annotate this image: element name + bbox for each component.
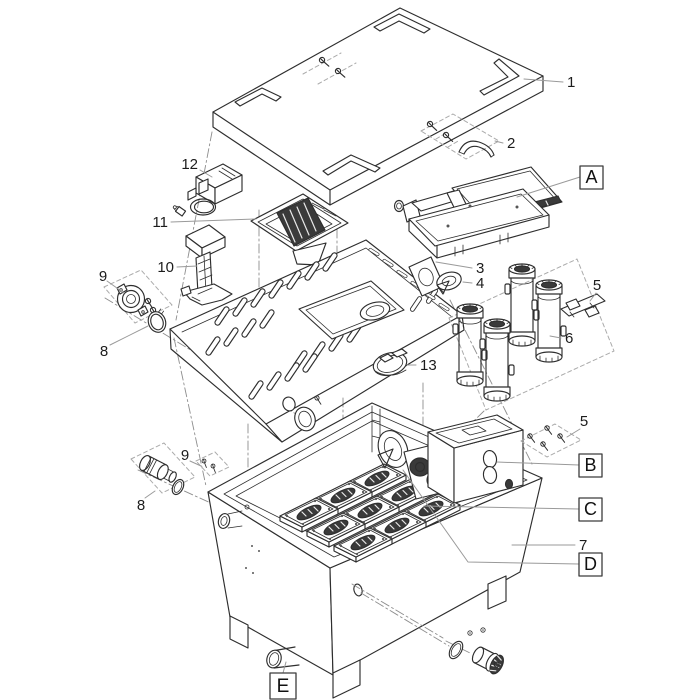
- callout-5a: 5: [589, 277, 601, 302]
- callout-9b: 9: [181, 447, 202, 467]
- callout-B: B: [496, 453, 603, 478]
- callout-12-label: 12: [181, 156, 198, 173]
- callout-4: 4: [462, 275, 484, 292]
- callout-8b-label: 8: [137, 497, 145, 514]
- part-cap: [372, 348, 408, 377]
- callout-E: E: [269, 661, 297, 700]
- callout-2-label: 2: [507, 135, 515, 152]
- callout-11-label: 11: [152, 214, 168, 231]
- callout-3-label: 3: [476, 260, 484, 277]
- callout-9a: 9: [99, 268, 125, 294]
- callout-12: 12: [181, 156, 213, 178]
- callout-4-label: 4: [476, 275, 484, 292]
- part-handle-kit: [420, 113, 500, 160]
- lid-handle-bottom: [322, 154, 381, 176]
- callout-6-label: 6: [565, 330, 573, 347]
- part-drain-assembly: [351, 583, 504, 675]
- callout-10-label: 10: [157, 259, 174, 276]
- callout-13-label: 13: [420, 357, 437, 374]
- callout-1: 1: [523, 74, 575, 91]
- callout-8a-label: 8: [100, 343, 108, 360]
- callout-7-label: 7: [579, 537, 587, 554]
- part-outlet: [266, 646, 300, 669]
- callout-1-label: 1: [567, 74, 575, 91]
- callout-6: 6: [549, 330, 573, 347]
- part-plug-lower: [130, 442, 196, 496]
- screw-icon: [312, 394, 325, 405]
- part-clip: [560, 293, 606, 318]
- callout-5b-label: 5: [580, 413, 588, 430]
- callout-E-label: E: [277, 676, 290, 697]
- callout-13: 13: [406, 357, 437, 374]
- screw-icon: [525, 432, 538, 443]
- screw-icon: [208, 462, 220, 473]
- callout-8b: 8: [137, 490, 156, 514]
- callout-A: A: [516, 165, 604, 198]
- callout-9a-label: 9: [99, 268, 107, 285]
- callout-D: D: [402, 469, 603, 577]
- part-lid: [212, 7, 544, 206]
- callout-11: 11: [152, 214, 257, 231]
- callout-7: 7: [511, 537, 587, 554]
- callout-5a-label: 5: [593, 277, 601, 294]
- part-screws-lower: [195, 451, 230, 477]
- lid-handle-left: [234, 87, 282, 107]
- lid-handle-right: [479, 58, 520, 96]
- callout-2: 2: [494, 135, 515, 152]
- lid-handle-top: [373, 13, 431, 34]
- screw-icon: [542, 424, 555, 435]
- part-debris-basket: [250, 193, 349, 266]
- part-flange-upper: [103, 269, 173, 324]
- callout-A-label: A: [585, 167, 597, 187]
- screw-icon: [538, 440, 551, 451]
- part-bracket: [180, 224, 233, 306]
- callout-C-label: C: [584, 499, 597, 519]
- part-screen-unit-a: [393, 166, 563, 259]
- callout-3: 3: [435, 260, 484, 277]
- callout-D-label: D: [584, 554, 597, 574]
- callout-8a: 8: [100, 325, 149, 360]
- callout-C: C: [423, 497, 603, 522]
- part-separator-tray: [169, 239, 465, 443]
- part-diverter: [436, 271, 462, 295]
- callout-B-label: B: [584, 455, 596, 475]
- part-ring-upper: [147, 308, 167, 333]
- part-screw-set: [520, 423, 582, 458]
- screw-icon: [555, 432, 568, 443]
- callout-10: 10: [157, 259, 198, 276]
- filter-cartridge: [531, 279, 567, 363]
- callout-5b: 5: [566, 413, 588, 438]
- part-transformer: [172, 163, 243, 217]
- callout-9b-label: 9: [181, 447, 189, 464]
